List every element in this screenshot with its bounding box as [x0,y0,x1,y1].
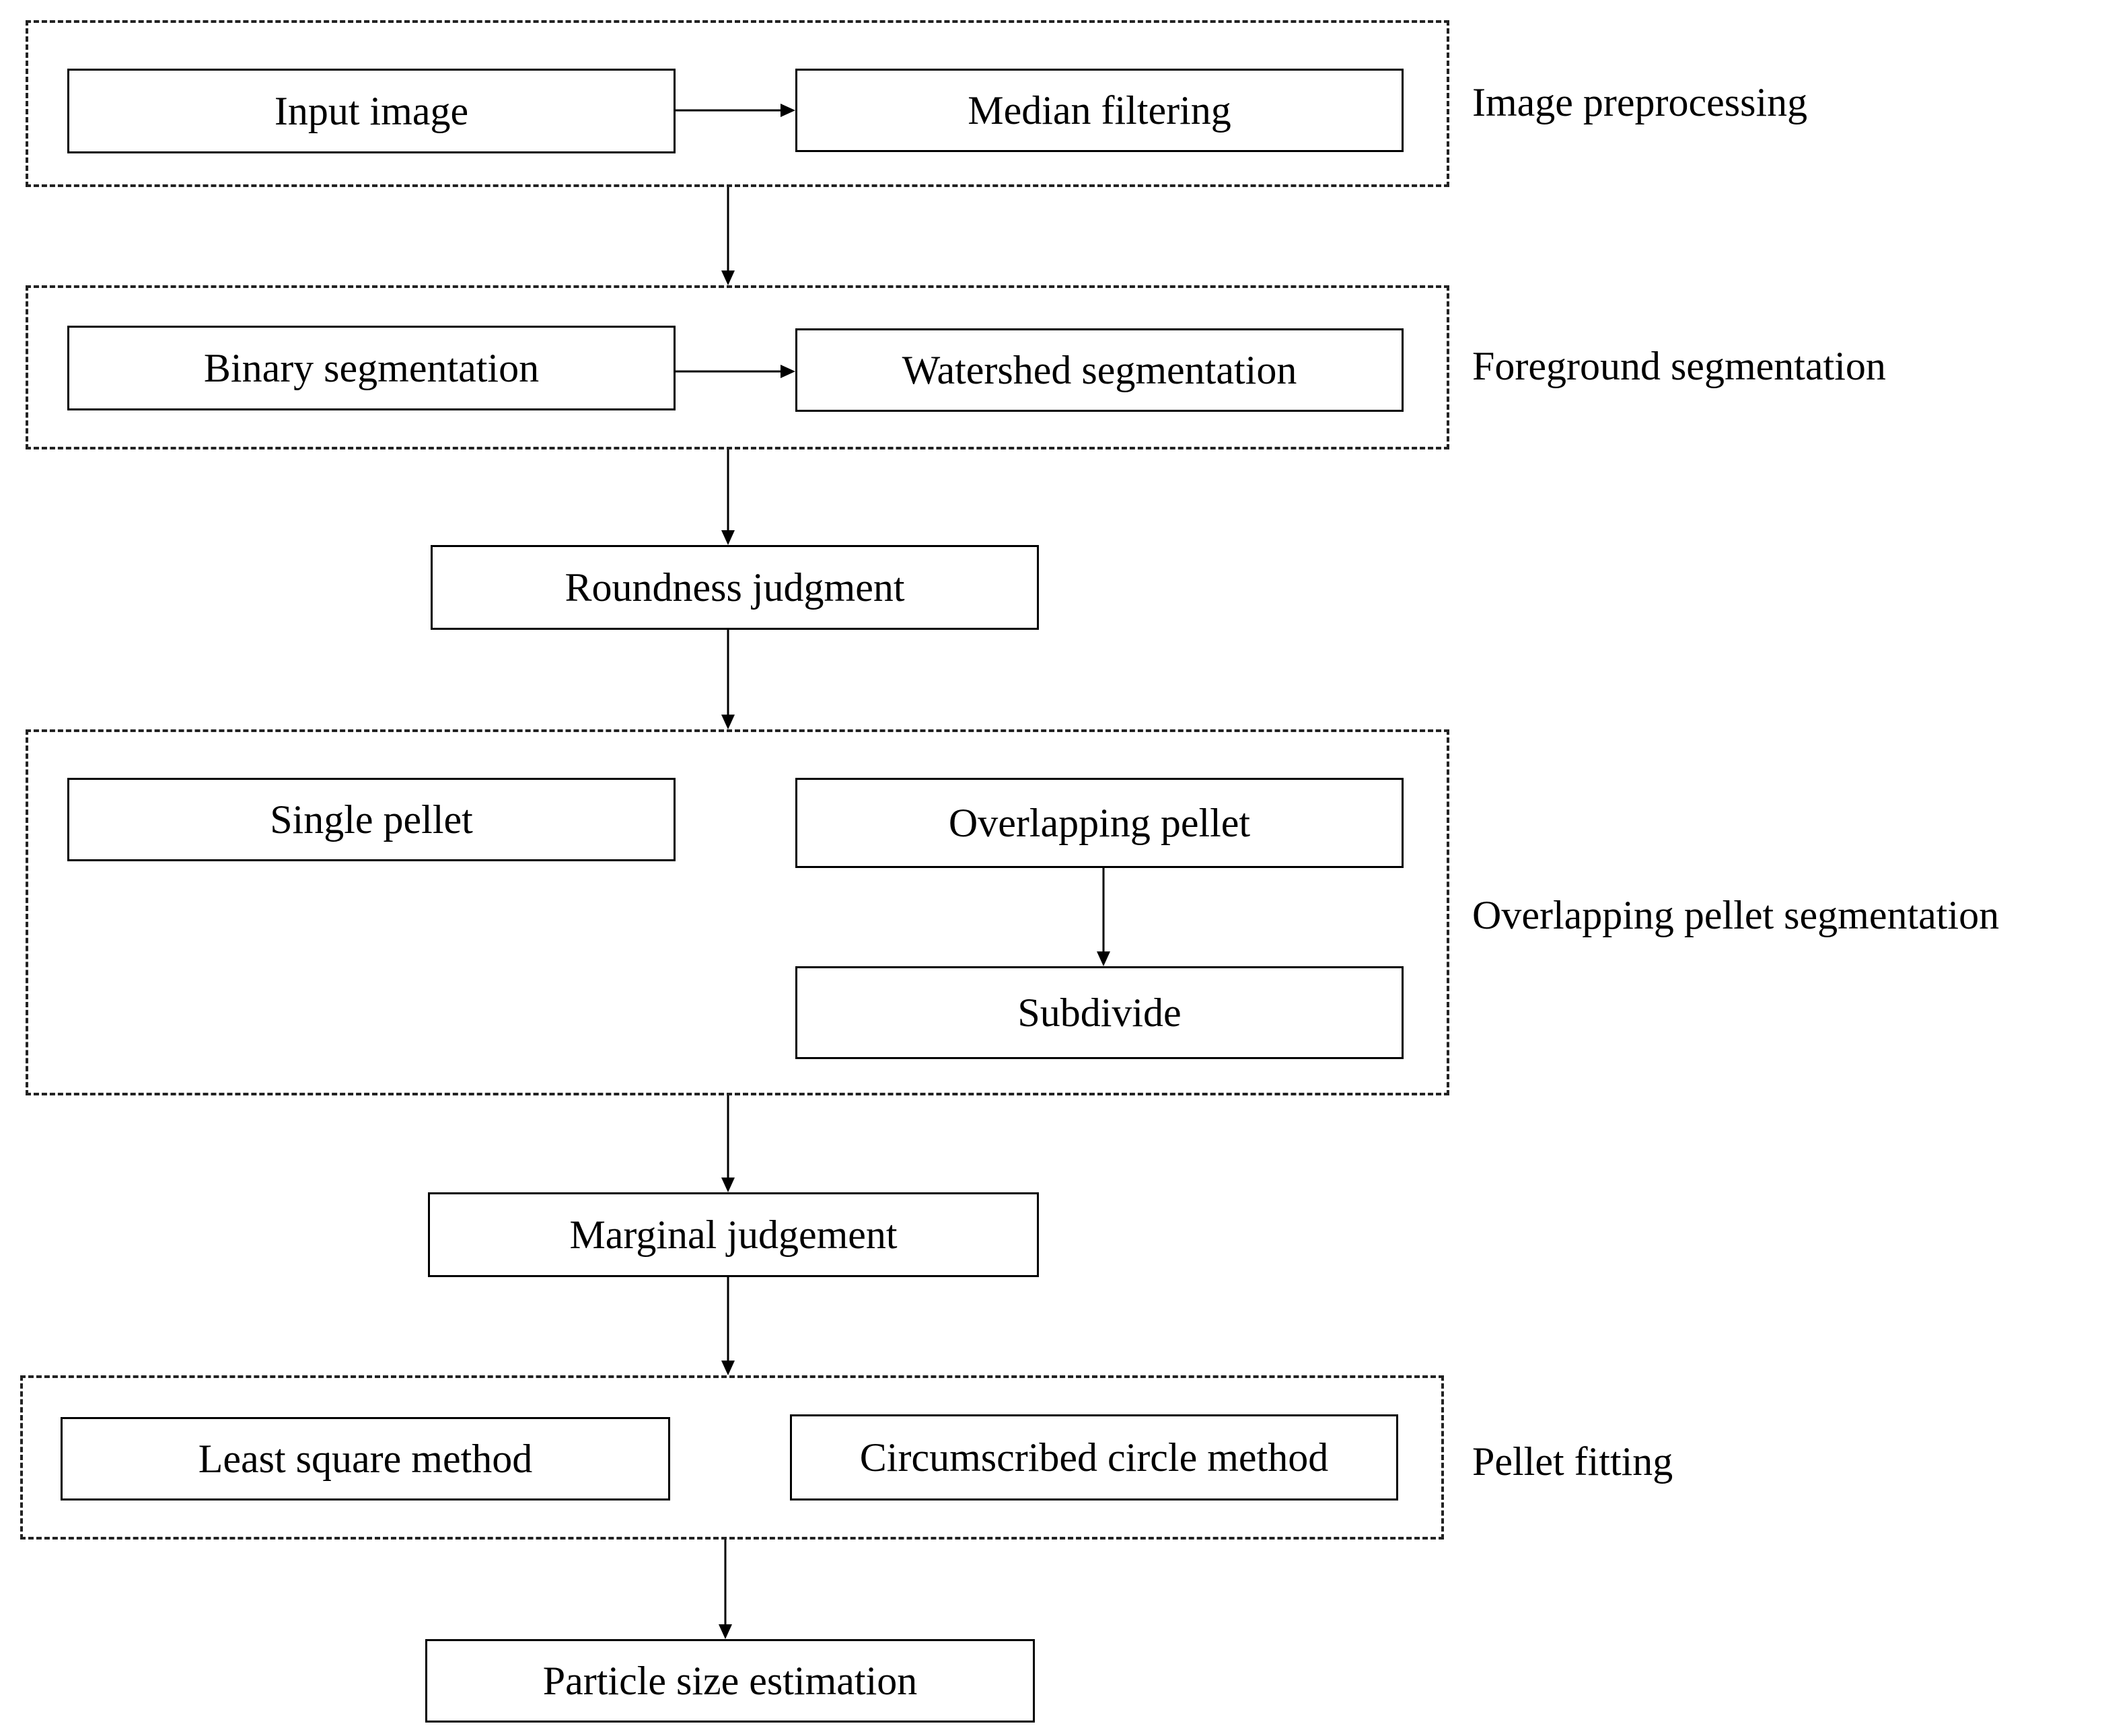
single-pellet-box: Single pellet [67,778,676,861]
arrowhead-foreground-to-roundness [721,530,735,545]
binary-segmentation-box: Binary segmentation [67,326,676,410]
arrowhead-preprocessing-to-foreground [721,270,735,285]
arrowhead-input-to-median [781,104,795,117]
stage-label-foreground-segmentation: Foreground segmentation [1472,344,1886,388]
stage-frame-pellet-fitting [20,1375,1444,1540]
arrowhead-marginal-to-fitting [721,1361,735,1375]
roundness-judgment-box: Roundness judgment [431,545,1039,630]
stage-label-image-preprocessing: Image preprocessing [1472,80,1808,124]
subdivide-box: Subdivide [795,966,1404,1059]
arrowhead-overlapping-to-marginal [721,1178,735,1192]
stage-frame-image-preprocessing [26,20,1449,187]
arrowhead-fitting-to-estimation [719,1624,732,1639]
watershed-segmentation-box: Watershed segmentation [795,328,1404,412]
stage-frame-foreground-segmentation [26,285,1449,449]
least-square-method-box: Least square method [61,1417,670,1500]
arrowhead-binary-to-watershed [781,365,795,378]
marginal-judgement-box: Marginal judgement [428,1192,1039,1277]
input-image-box: Input image [67,69,676,153]
arrowhead-roundness-to-overlapping [721,715,735,729]
arrowhead-overlapping-to-subdivide [1097,951,1110,966]
overlapping-pellet-box: Overlapping pellet [795,778,1404,868]
stage-label-pellet-fitting: Pellet fitting [1472,1439,1673,1484]
stage-frame-overlapping-pellet-segmentation [26,729,1449,1095]
particle-size-estimation-box: Particle size estimation [425,1639,1035,1723]
stage-label-overlapping-pellet-segmentation: Overlapping pellet segmentation [1472,893,2000,937]
median-filtering-box: Median filtering [795,69,1404,152]
circumscribed-circle-method-box: Circumscribed circle method [790,1414,1398,1500]
